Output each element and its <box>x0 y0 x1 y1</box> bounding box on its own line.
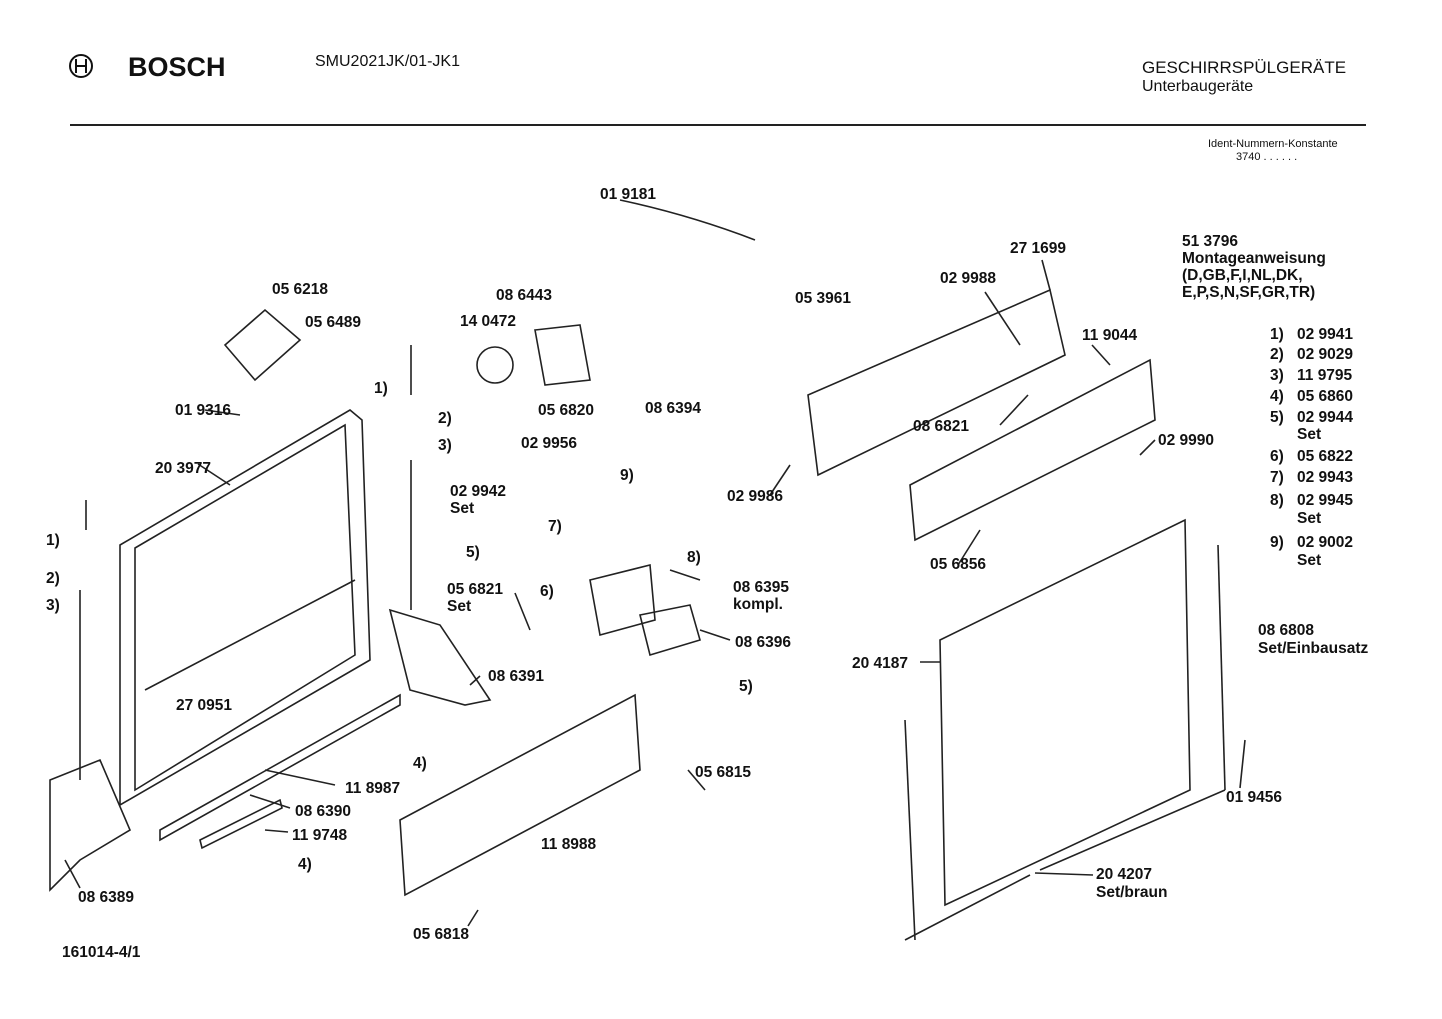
part-label: 05 6821 <box>447 581 504 598</box>
callout-5: 5) <box>466 544 480 561</box>
legend-note: Set <box>1297 510 1322 527</box>
callout-4: 4) <box>298 856 312 873</box>
part-note: kompl. <box>733 596 783 613</box>
legend-key: 5) <box>1270 409 1284 426</box>
part-label: 08 6394 <box>645 400 702 417</box>
legend-key: 1) <box>1270 326 1284 343</box>
part-note: Set <box>447 598 472 615</box>
part-label: 05 6856 <box>930 556 987 573</box>
part-label: 05 6218 <box>272 281 329 298</box>
part-label: 11 8988 <box>541 836 597 853</box>
part-label: 01 9181 <box>600 186 657 203</box>
part-label: 11 9044 <box>1082 327 1138 344</box>
part-label: 11 9748 <box>292 827 348 844</box>
part-label: 08 6395 <box>733 579 790 596</box>
legend-part: 02 9944 <box>1297 409 1354 426</box>
bosch-armature-icon <box>69 54 93 78</box>
part-label: 01 9316 <box>175 402 232 419</box>
part-label: 05 3961 <box>795 290 852 307</box>
part-label: 02 9990 <box>1158 432 1215 449</box>
legend-key: 4) <box>1270 388 1284 405</box>
legend-part: 02 9029 <box>1297 346 1354 363</box>
part-label: 08 6808 <box>1258 622 1315 639</box>
part-label: 27 1699 <box>1010 240 1067 257</box>
part-label: 05 6820 <box>538 402 595 419</box>
part-note: Set/braun <box>1096 884 1168 901</box>
category-title: GESCHIRRSPÜLGERÄTE <box>1142 58 1347 77</box>
callout-2: 2) <box>46 570 60 587</box>
legend-key: 7) <box>1270 469 1284 486</box>
callout-4: 4) <box>413 755 427 772</box>
header-divider <box>70 124 1366 126</box>
brand-name: BOSCH <box>128 52 226 82</box>
ident-value: 3740 . . . . . . <box>1236 151 1298 163</box>
instructions-languages-1: (D,GB,F,I,NL,DK, <box>1182 267 1303 284</box>
legend-part: 05 6822 <box>1297 448 1354 465</box>
part-note: Set/Einbausatz <box>1258 640 1369 657</box>
legend-note: Set <box>1297 552 1322 569</box>
callout-2: 2) <box>438 410 452 427</box>
part-label: 20 4187 <box>852 655 909 672</box>
legend-key: 8) <box>1270 492 1284 509</box>
callout-1: 1) <box>46 532 60 549</box>
part-label: 02 9988 <box>940 270 997 287</box>
legend-part: 02 9943 <box>1297 469 1354 486</box>
instructions-title: Montageanweisung <box>1182 250 1326 267</box>
callout-3: 3) <box>438 437 452 454</box>
part-label: 27 0951 <box>176 697 233 714</box>
legend-key: 9) <box>1270 534 1284 551</box>
part-label: 20 3977 <box>155 460 212 477</box>
bosch-logo <box>68 53 94 79</box>
callout-7: 7) <box>548 518 562 535</box>
legend-part: 11 9795 <box>1297 367 1353 384</box>
part-label: 11 8987 <box>345 780 401 797</box>
legend-key: 2) <box>1270 346 1284 363</box>
legend-key: 6) <box>1270 448 1284 465</box>
drawing-number: 161014-4/1 <box>62 944 141 961</box>
callout-5: 5) <box>739 678 753 695</box>
part-label: 08 6821 <box>913 418 970 435</box>
legend-part: 05 6860 <box>1297 388 1354 405</box>
instructions-number: 51 3796 <box>1182 233 1239 250</box>
part-label: 20 4207 <box>1096 866 1153 883</box>
part-label: 02 9942 <box>450 483 507 500</box>
legend-key: 3) <box>1270 367 1284 384</box>
legend-part: 02 9002 <box>1297 534 1354 551</box>
legend-part: 02 9945 <box>1297 492 1354 509</box>
callout-6: 6) <box>540 583 554 600</box>
part-label: 02 9986 <box>727 488 784 505</box>
part-label: 14 0472 <box>460 313 517 330</box>
model-number: SMU2021JK/01-JK1 <box>315 53 460 70</box>
part-label: 08 6391 <box>488 668 545 685</box>
callout-9: 9) <box>620 467 634 484</box>
callout-3: 3) <box>46 597 60 614</box>
part-label: 08 6389 <box>78 889 135 906</box>
door-panel-shape <box>119 409 371 807</box>
legend-part: 02 9941 <box>1297 326 1354 343</box>
legend-note: Set <box>1297 426 1322 443</box>
part-label: 08 6443 <box>496 287 553 304</box>
part-label: 08 6396 <box>735 634 792 651</box>
part-label: 05 6818 <box>413 926 470 943</box>
part-note: Set <box>450 500 475 517</box>
instructions-languages-2: E,P,S,N,SF,GR,TR) <box>1182 284 1316 301</box>
callout-1: 1) <box>374 380 388 397</box>
callout-8: 8) <box>687 549 701 566</box>
part-label: 02 9956 <box>521 435 578 452</box>
part-label: 05 6815 <box>695 764 752 781</box>
part-label: 05 6489 <box>305 314 362 331</box>
ident-label: Ident-Nummern-Konstante <box>1208 138 1338 150</box>
subcategory-title: Unterbaugeräte <box>1142 78 1254 95</box>
part-label: 01 9456 <box>1226 789 1283 806</box>
part-label: 08 6390 <box>295 803 352 820</box>
